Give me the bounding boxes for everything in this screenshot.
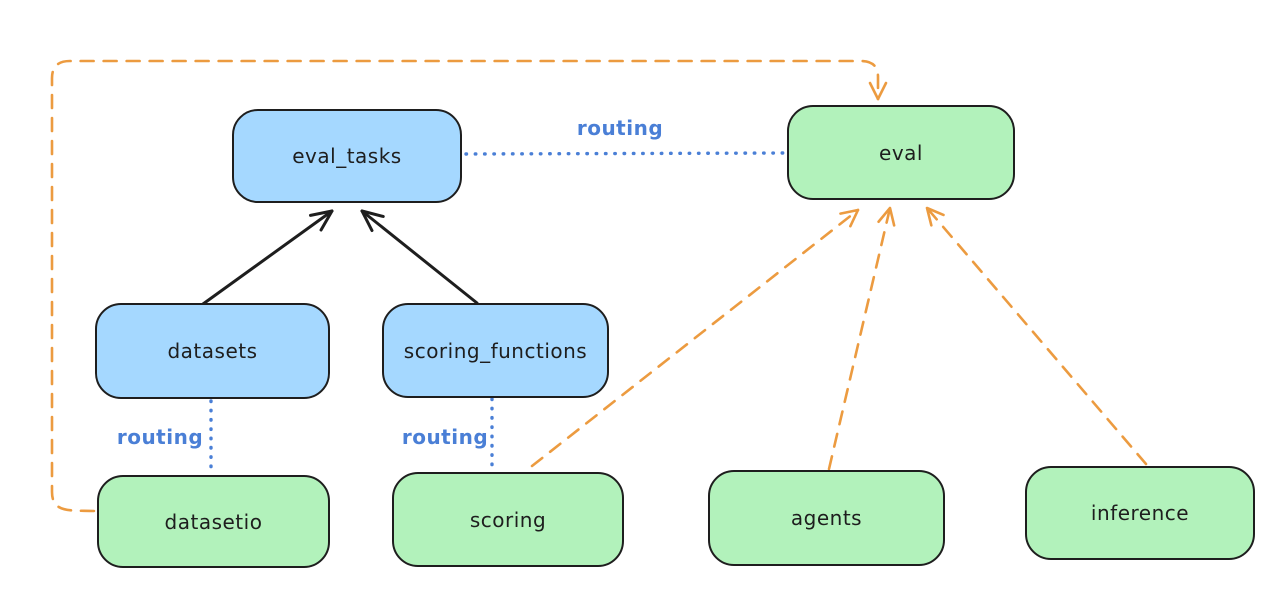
node-datasetio: datasetio [97, 475, 330, 568]
node-agents: agents [708, 470, 945, 566]
node-scoring-functions: scoring_functions [382, 303, 609, 398]
node-eval-tasks: eval_tasks [232, 109, 462, 203]
routing-label-scoring-functions-scoring: routing [401, 425, 489, 449]
node-inference: inference [1025, 466, 1255, 560]
edge-scoring-to-eval [530, 208, 860, 468]
node-datasetio-label: datasetio [164, 509, 263, 534]
node-eval-label: eval [879, 140, 923, 165]
node-scoring: scoring [392, 472, 624, 567]
node-eval: eval [787, 105, 1015, 200]
routing-label-eval-tasks-eval: routing [576, 116, 664, 140]
node-eval-tasks-label: eval_tasks [292, 144, 402, 168]
routing-label-datasets-datasetio: routing [116, 425, 204, 449]
node-scoring-label: scoring [469, 507, 547, 532]
node-datasets: datasets [95, 303, 330, 399]
edge-datasetio-to-eval [50, 59, 888, 513]
node-inference-label: inference [1090, 501, 1190, 525]
node-agents-label: agents [790, 506, 863, 530]
node-scoring-functions-label: scoring_functions [403, 338, 588, 363]
edge-inference-to-eval [925, 206, 1148, 466]
edge-agents-to-eval [827, 206, 896, 471]
node-datasets-label: datasets [167, 339, 258, 363]
edge-datasets-to-eval-tasks [201, 209, 334, 306]
edge-scoring-functions-to-eval-tasks [360, 209, 479, 305]
edge-routing-eval-tasks-to-eval [464, 151, 787, 156]
